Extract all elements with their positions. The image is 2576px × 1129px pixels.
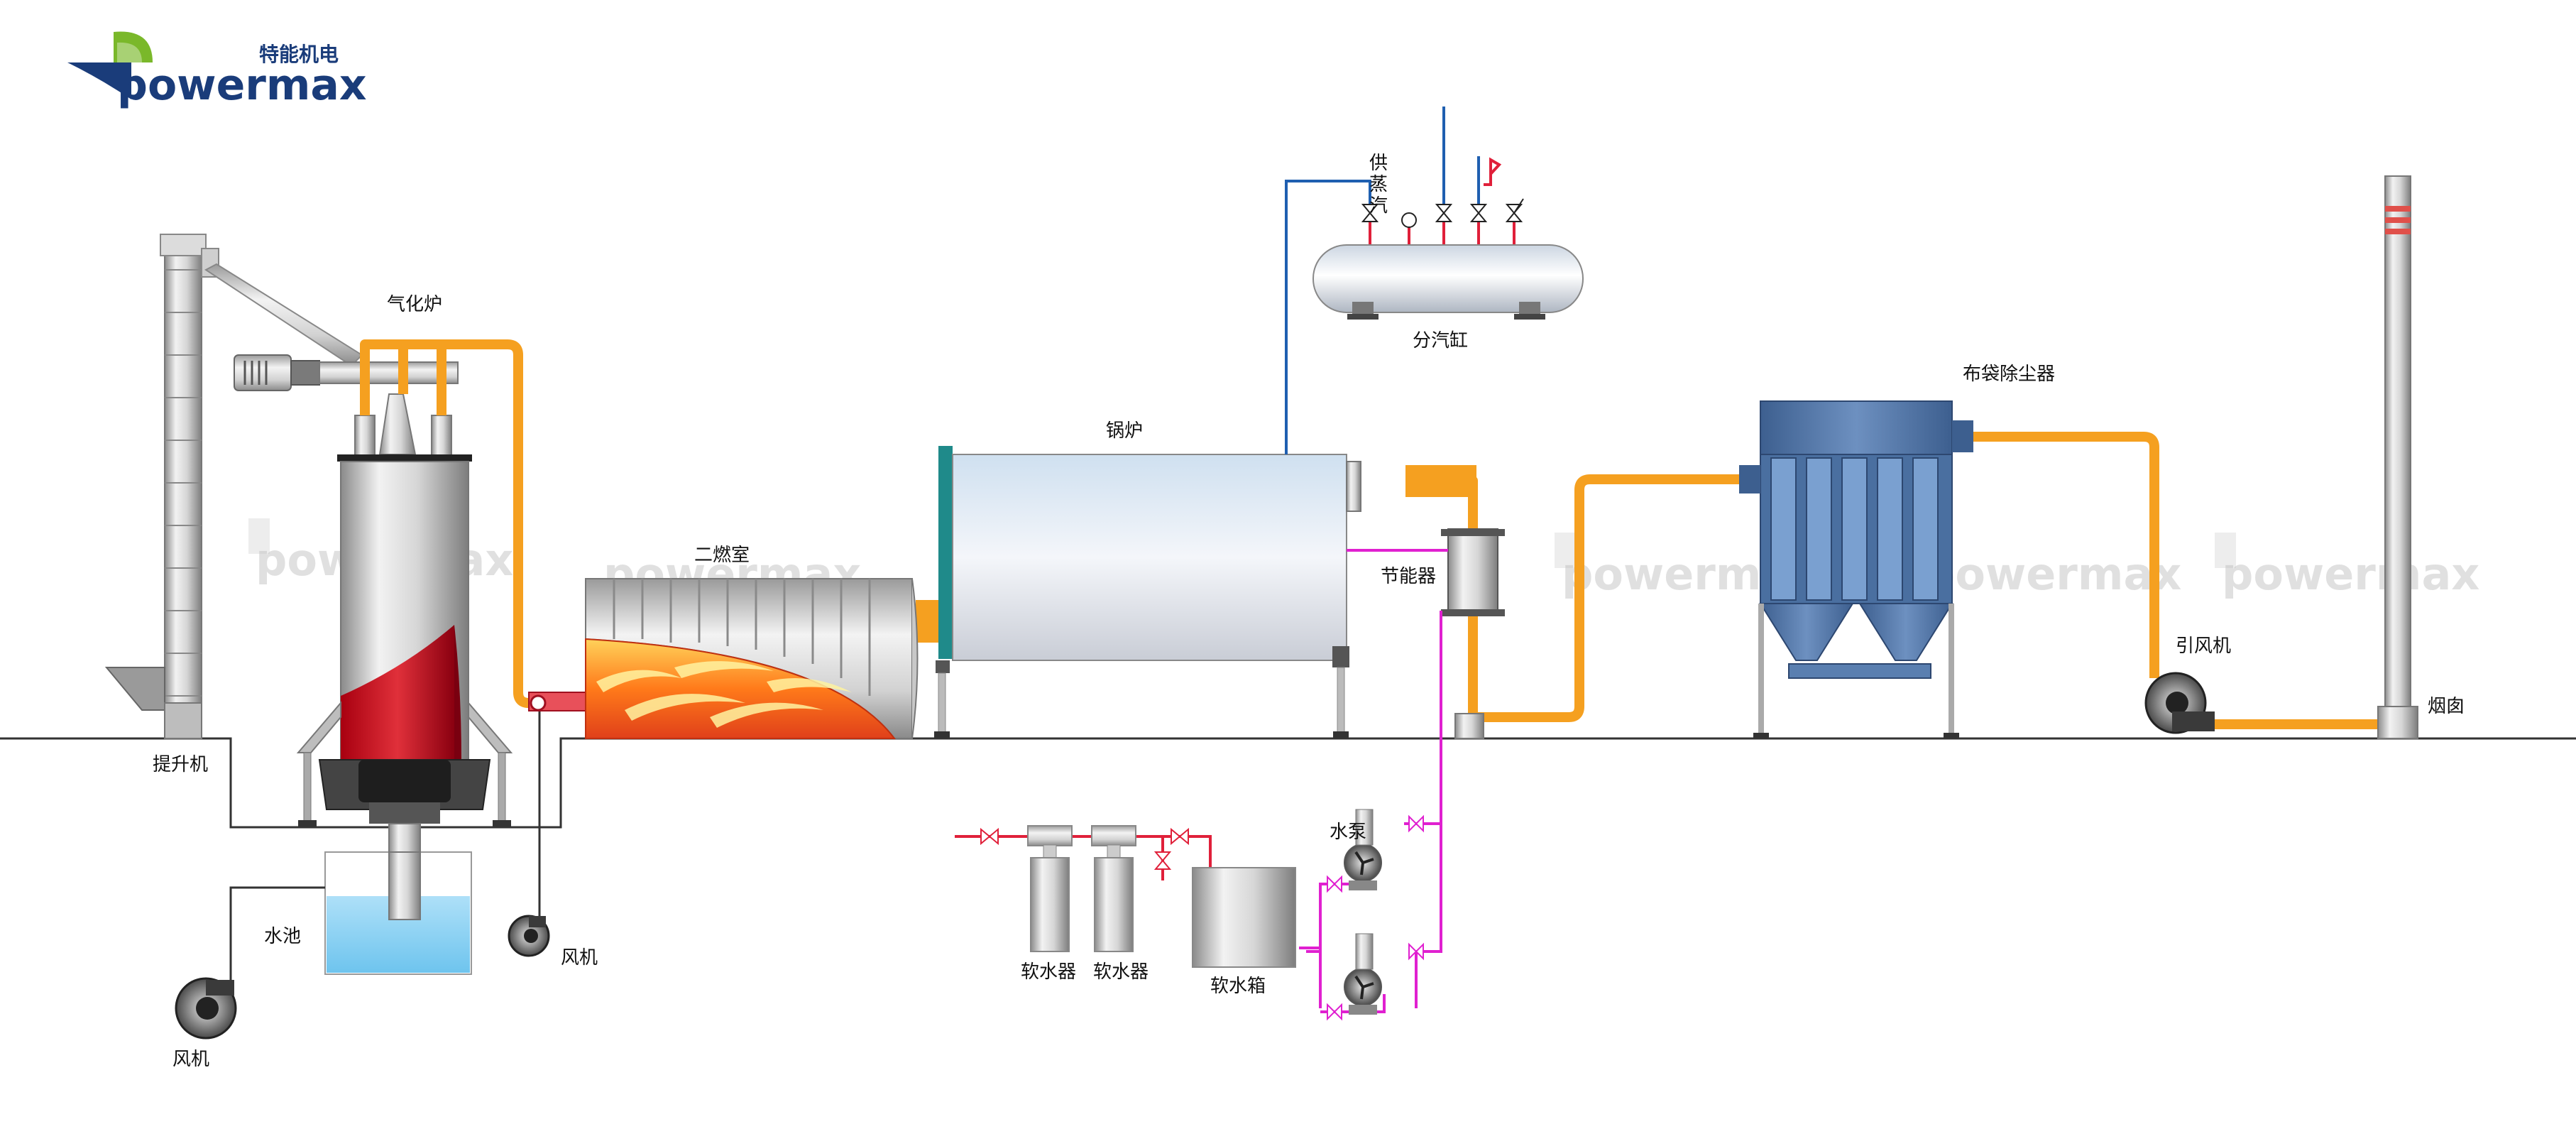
label-economizer: 节能器 xyxy=(1381,566,1436,587)
chamber-boiler-duct xyxy=(916,600,941,643)
water-pool xyxy=(324,851,472,975)
id-fan xyxy=(2144,672,2215,734)
fan-mid xyxy=(508,703,550,957)
water-pump-lower xyxy=(1344,933,1382,1015)
burner-nozzle xyxy=(528,692,586,711)
magenta-valves xyxy=(1327,814,1424,1021)
label-id-fan: 引风机 xyxy=(2176,636,2231,657)
label-water-pool: 水池 xyxy=(264,926,301,947)
label-softener-1: 软水器 xyxy=(1021,961,1076,983)
bag-filter xyxy=(1739,400,1973,738)
company-logo: 特能机电 powermax xyxy=(67,31,367,110)
label-fan-left: 风机 xyxy=(172,1049,209,1070)
label-gasifier: 气化炉 xyxy=(387,294,442,315)
label-softener-2: 软水器 xyxy=(1093,961,1149,983)
steam-lines xyxy=(1285,107,1480,454)
watermark-group: powermax powermax powermax powermax powe… xyxy=(248,518,2479,600)
steam-header xyxy=(1312,244,1584,320)
label-steam-header: 分汽缸 xyxy=(1413,330,1468,351)
label-elevator: 提升机 xyxy=(153,754,208,775)
label-boiler: 锅炉 xyxy=(1106,420,1143,442)
chimney xyxy=(2377,175,2418,739)
bucket-elevator xyxy=(104,234,363,739)
boiler xyxy=(934,446,1361,738)
label-fan-mid: 风机 xyxy=(561,947,598,969)
economizer xyxy=(1441,528,1505,739)
logo-cn-text: 特能机电 xyxy=(259,43,339,66)
label-secondary-chamber: 二燃室 xyxy=(694,545,750,566)
label-bag-filter: 布袋除尘器 xyxy=(1963,364,2055,385)
logo-en-text: powermax xyxy=(117,60,367,110)
watermark-6: powermax xyxy=(2215,533,2479,600)
steam-header-risers xyxy=(1369,157,1516,245)
gasifier xyxy=(234,354,513,917)
fan-left xyxy=(175,886,325,1040)
softener-2 xyxy=(1091,825,1136,952)
svg-text:供蒸汽: 供蒸汽 xyxy=(1369,153,1388,217)
steam-header-valves xyxy=(1361,198,1524,228)
label-steam-supply: 供蒸汽 xyxy=(1369,153,1388,217)
water-pump-upper xyxy=(1344,809,1382,890)
boiler-outlet-duct xyxy=(1405,465,1476,497)
soft-water-tank xyxy=(1192,867,1296,968)
secondary-chamber xyxy=(585,578,919,739)
label-soft-tank: 软水箱 xyxy=(1210,976,1266,997)
svg-text:powermax: powermax xyxy=(1924,548,2181,600)
softener-1 xyxy=(1027,825,1073,952)
watermark-5: powermax xyxy=(1924,548,2181,600)
red-valves xyxy=(980,827,1189,870)
svg-text:powermax: powermax xyxy=(2222,548,2479,600)
label-chimney: 烟囱 xyxy=(2428,696,2465,717)
label-water-pump: 水泵 xyxy=(1330,822,1366,843)
